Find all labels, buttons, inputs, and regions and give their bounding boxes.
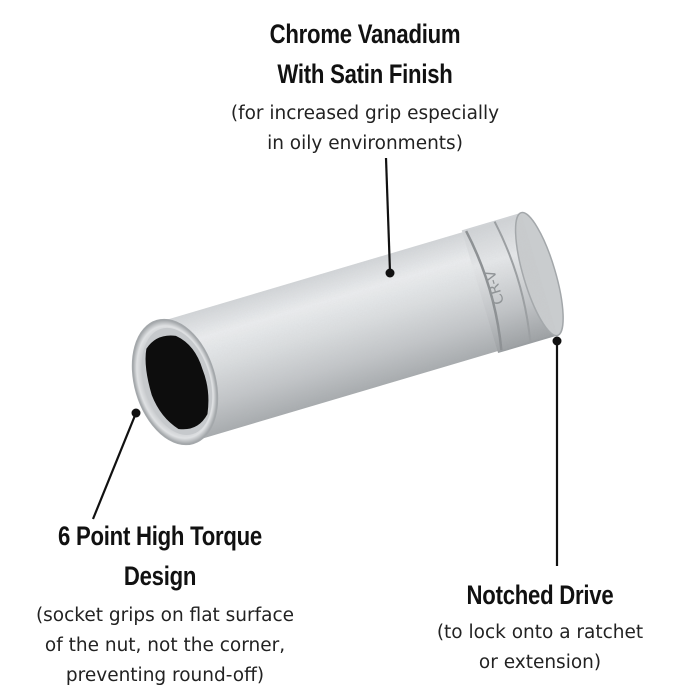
leader-line-material xyxy=(384,157,395,278)
design-description: (socket grips on flat surface of the nut… xyxy=(15,601,315,691)
leader-line-design xyxy=(91,408,141,520)
satin-texture xyxy=(157,214,557,442)
design-desc-line1: (socket grips on flat surface xyxy=(35,605,295,626)
material-title: Chrome Vanadium With Satin Finish xyxy=(242,14,488,94)
material-title-line2: With Satin Finish xyxy=(277,59,453,89)
design-pointer-dot xyxy=(131,408,141,418)
material-desc-line2: in oily environments) xyxy=(267,133,463,154)
design-title-line1: 6 Point High Torque xyxy=(57,521,263,551)
socket: CR-V xyxy=(131,211,564,446)
drive-desc-line2: or extension) xyxy=(478,652,602,673)
material-title-line1: Chrome Vanadium xyxy=(269,19,461,49)
drive-title-line1: Notched Drive xyxy=(466,580,614,610)
material-desc-line1: (for increased grip especially xyxy=(230,103,500,124)
drive-title: Notched Drive xyxy=(417,575,663,615)
hex-bore xyxy=(145,335,209,430)
design-title-line2: Design xyxy=(123,561,197,591)
leader-line-drive xyxy=(552,336,562,566)
material-description: (for increased grip especially in oily e… xyxy=(205,99,525,159)
material-pointer-dot xyxy=(385,268,395,278)
drive-desc-line1: (to lock onto a ratchet xyxy=(436,622,644,643)
design-desc-line3: preventing round-off) xyxy=(65,665,265,686)
design-desc-line2: of the nut, not the corner, xyxy=(44,635,286,656)
drive-description: (to lock onto a ratchet or extension) xyxy=(390,618,690,678)
design-title: 6 Point High Torque Design xyxy=(37,516,283,596)
drive-pointer-dot xyxy=(552,336,562,346)
